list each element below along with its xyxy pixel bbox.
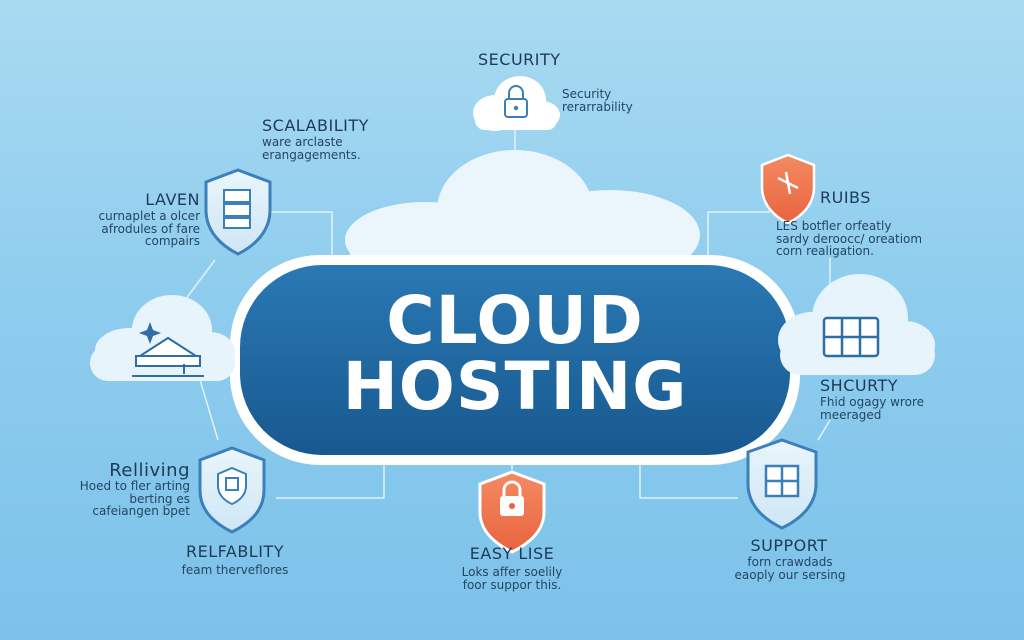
security-top-desc: Security rerarrability [562,88,633,113]
scalability-desc-1: ware arclaste [262,135,343,149]
scalability-desc: ware arclaste erangagements. [262,136,361,161]
laven-desc-1: curnaplet a olcer [98,209,201,223]
hero-title-line-2: HOSTING [342,348,688,425]
shcurty-title: SHCURTY [820,376,899,395]
ruibs-desc-1: LES botfler orfeatly [776,219,892,233]
shield-easy-use [478,470,546,554]
security-top-title: SECURITY [478,50,561,69]
easy-use-desc-2: foor suppor this. [462,577,562,592]
scalability-title: SCALABILITY [262,116,369,135]
laven-title: LAVEN [145,190,200,209]
laven-desc: curnaplet a olcer afrodules of fare comp… [88,209,201,249]
support-desc-1: forn crawdads [747,555,833,569]
shield-relliving [198,446,266,534]
shield-support [746,438,818,530]
tools-icon [777,171,799,195]
ruibs-title: RUIBS [820,188,871,207]
relliving-desc-1: Hoed to fler arting [79,479,190,493]
shcurty-desc: Fhid ogagy wrore meeraged [820,396,924,421]
shield-ruibs [760,153,816,225]
shcurty-desc-1: Fhid ogagy wrore [820,395,924,409]
hero-title: CLOUD HOSTING [250,288,780,420]
ruibs-desc-3: corn realigation. [776,244,874,259]
window-icon [764,464,800,498]
lock-icon [500,480,524,516]
support-desc: forn crawdads eaoply our sersing [700,556,880,581]
shield-box-icon [217,466,247,506]
scalability-desc-2: erangagements. [262,147,361,162]
ruibs-desc-2: sardy deroocc/ oreatiom [776,231,923,246]
hero-title-line-1: CLOUD [386,282,644,359]
relfablity-title: RELFABLITY [186,542,284,561]
laven-desc-3: compairs [144,234,200,249]
security-top-desc-2: rerarrability [562,99,633,114]
shield-laven [204,168,272,256]
support-title: SUPPORT [750,536,828,555]
easy-use-desc: Loks affer soelily foor suppor this. [427,566,597,591]
security-top-desc-1: Security [562,87,612,101]
left-cloud [90,295,235,381]
laven-desc-2: afrodules of fare [101,221,200,236]
relliving-desc-3: cafeiangen bpet [92,504,190,519]
easy-use-desc-1: Loks affer soelily [461,565,563,579]
grid-icon [822,316,880,358]
shcurty-desc-2: meeraged [820,407,882,422]
sparkle-icon [139,322,161,344]
easy-use-title: EASY LISE [469,544,555,563]
support-desc-2: eaoply our sersing [734,567,846,582]
relfablity-desc-1: feam therveflores [181,563,289,577]
ruibs-desc: LES botfler orfeatly sardy deroocc/ orea… [776,220,922,258]
server-rack-icon [132,336,204,377]
relliving-desc-2: berting es [129,491,190,506]
server-stack-icon [223,189,251,229]
relliving-desc: Hoed to fler arting berting es cafeiange… [70,480,190,518]
relliving-title: Relliving [109,460,190,481]
